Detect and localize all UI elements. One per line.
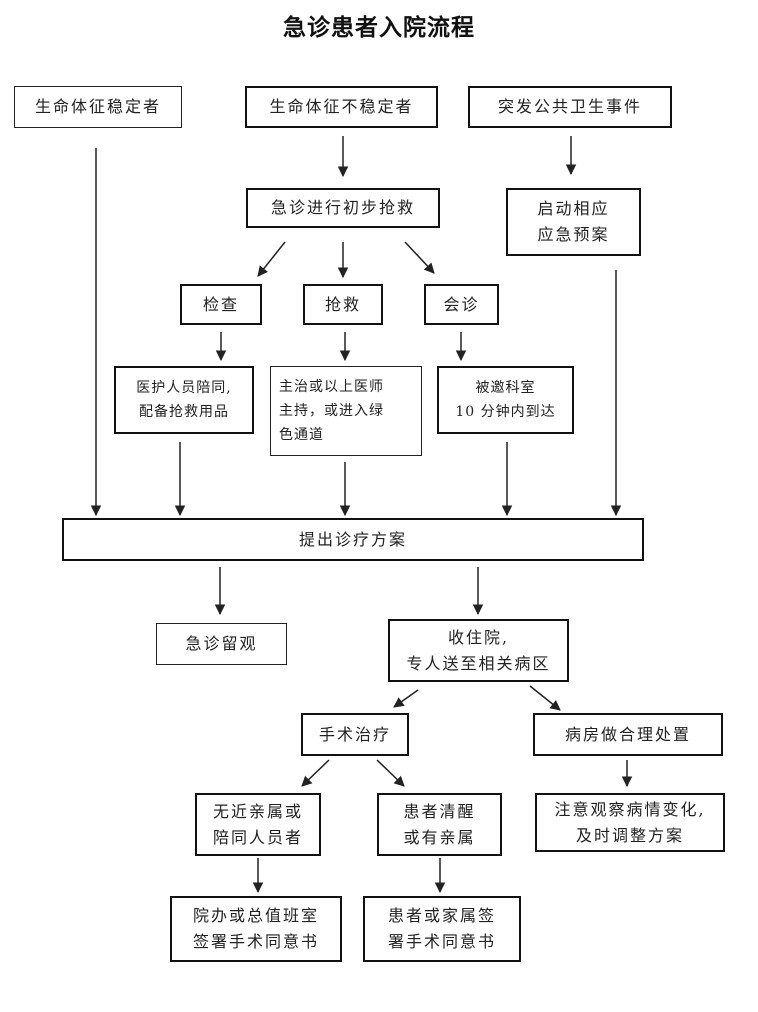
arrow-rescue-to-exam bbox=[257, 241, 286, 277]
family-sign-box: 患者或家属签 署手术同意书 bbox=[363, 896, 521, 962]
rescue-detail-box: 主治或以上医师 主持，或进入绿 色通道 bbox=[270, 366, 422, 456]
exam-box: 检查 bbox=[180, 284, 262, 325]
arrow-surgery-to-norel bbox=[301, 759, 330, 787]
arrow-admit-to-ward bbox=[529, 685, 561, 711]
arrow-rescue-to-consult bbox=[404, 241, 435, 274]
stable-box: 生命体征稳定者 bbox=[14, 86, 182, 128]
observe-changes-box: 注意观察病情变化, 及时调整方案 bbox=[535, 793, 725, 852]
exam-detail-box: 医护人员陪同, 配备抢救用品 bbox=[114, 366, 254, 434]
observe-box: 急诊留观 bbox=[156, 623, 287, 665]
page-title: 急诊患者入院流程 bbox=[283, 15, 475, 41]
plan-box: 提出诊疗方案 bbox=[62, 518, 644, 561]
arrow-admit-to-surgery bbox=[393, 689, 419, 708]
ward-handle-box: 病房做合理处置 bbox=[533, 713, 723, 756]
arrow-surgery-to-conscious bbox=[376, 759, 405, 787]
unstable-box: 生命体征不稳定者 bbox=[245, 86, 438, 128]
conscious-box: 患者清醒 或有亲属 bbox=[377, 793, 502, 856]
consult-detail-box: 被邀科室 10 分钟内到达 bbox=[437, 366, 574, 434]
activate-plan-box: 启动相应 应急预案 bbox=[506, 188, 641, 256]
no-relatives-box: 无近亲属或 陪同人员者 bbox=[195, 793, 321, 856]
public-health-box: 突发公共卫生事件 bbox=[468, 86, 672, 128]
surgery-box: 手术治疗 bbox=[301, 713, 409, 756]
rescue-box: 抢救 bbox=[303, 284, 383, 325]
admit-box: 收住院, 专人送至相关病区 bbox=[388, 619, 569, 682]
office-sign-box: 院办或总值班室 签署手术同意书 bbox=[170, 896, 342, 962]
consult-box: 会诊 bbox=[424, 284, 499, 325]
initial-rescue-box: 急诊进行初步抢救 bbox=[246, 188, 440, 228]
